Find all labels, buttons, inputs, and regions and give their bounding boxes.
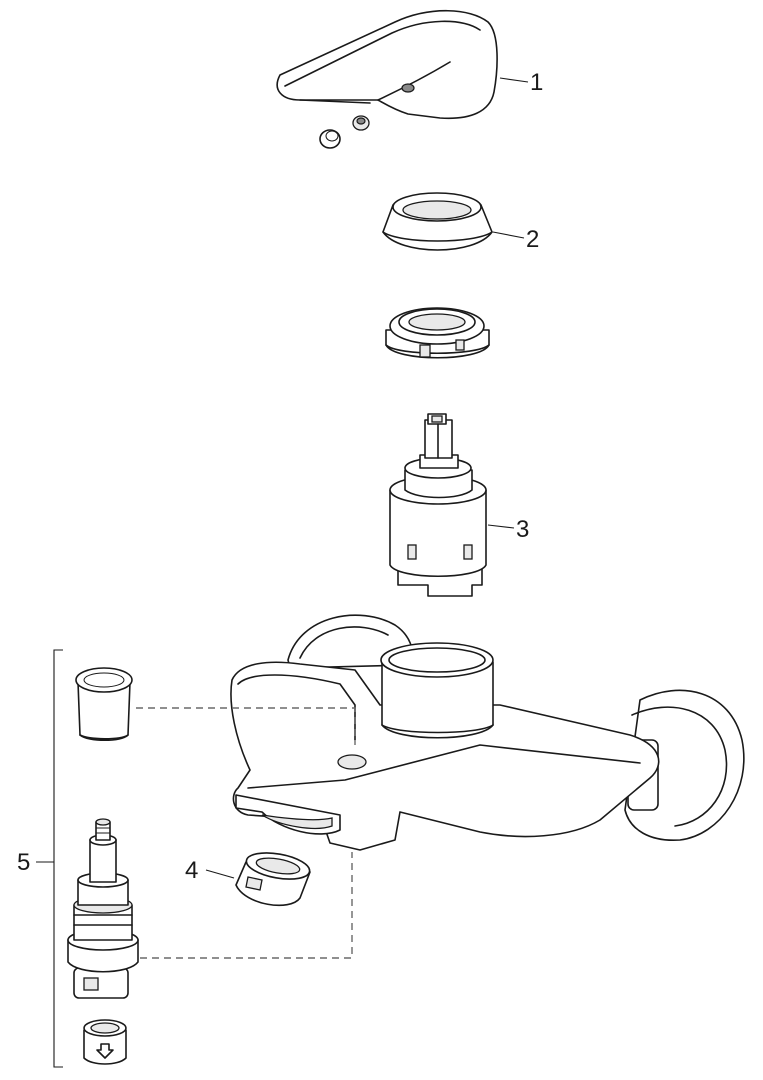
- flow-arrow-down-icon: [96, 1043, 114, 1059]
- callout-line-4: [205, 869, 235, 879]
- callout-line-3: [487, 524, 515, 529]
- callout-line-2: [492, 231, 525, 239]
- diverter-knob-cap[interactable]: [75, 667, 133, 742]
- label-part-4: 4: [185, 857, 198, 884]
- label-part-2: 2: [526, 226, 539, 253]
- cover-cap[interactable]: [382, 192, 493, 251]
- handle-set-screw[interactable]: [352, 115, 370, 131]
- label-part-5: 5: [17, 849, 30, 876]
- label-part-1: 1: [530, 69, 543, 96]
- lever-handle[interactable]: [276, 9, 498, 120]
- threaded-ring-nut[interactable]: [385, 307, 490, 359]
- aerator[interactable]: [235, 849, 312, 907]
- assembly-line-cartridge: [140, 852, 353, 959]
- handle-cap-button[interactable]: [319, 129, 341, 149]
- mixer-body: [230, 614, 745, 851]
- diverter-filter[interactable]: [83, 1019, 127, 1065]
- assembly-line-knob: [136, 707, 356, 745]
- diverter-cartridge[interactable]: [67, 818, 139, 999]
- mixer-cartridge[interactable]: [389, 413, 487, 597]
- part-5-group-bracket: [36, 649, 63, 1068]
- callout-line-1: [499, 77, 529, 83]
- label-part-3: 3: [516, 516, 529, 543]
